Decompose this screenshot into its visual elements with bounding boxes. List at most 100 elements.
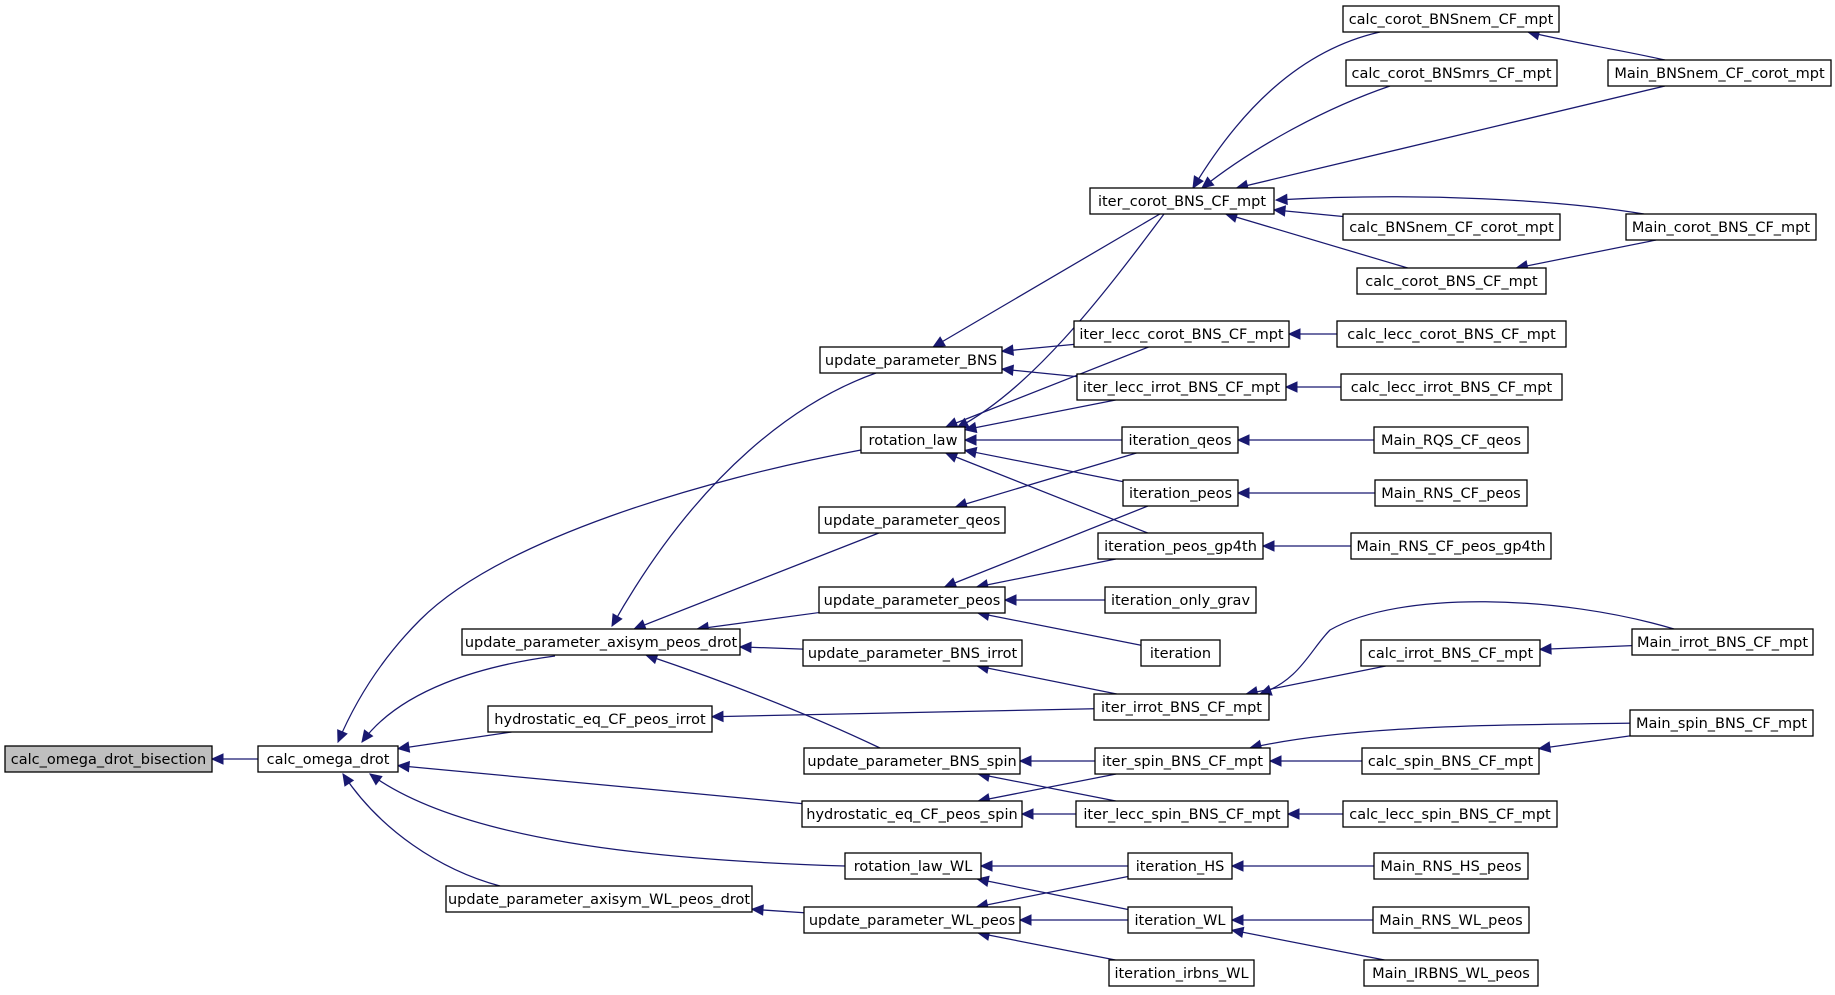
- edge-arrowhead: [1538, 643, 1552, 655]
- node-update_parameter_BNS_irrot[interactable]: update_parameter_BNS_irrot: [802, 639, 1023, 667]
- node-calc_spin_BNS_CF_mpt[interactable]: calc_spin_BNS_CF_mpt: [1361, 747, 1540, 775]
- edge-hydrostatic_eq_CF_peos_irrot-to-calc_omega_drot: [396, 731, 512, 753]
- node-calc_lecc_corot_BNS_CF_mpt[interactable]: calc_lecc_corot_BNS_CF_mpt: [1336, 320, 1567, 348]
- edge-arrowhead: [396, 741, 411, 753]
- node-label: update_parameter_BNS_irrot: [808, 646, 1018, 662]
- node-rotation_law[interactable]: rotation_law: [860, 426, 966, 454]
- node-iter_lecc_spin_BNS_CF_mpt[interactable]: iter_lecc_spin_BNS_CF_mpt: [1075, 800, 1289, 828]
- edge-line: [1001, 343, 1075, 352]
- node-label: iteration_only_grav: [1111, 593, 1250, 609]
- node-label: hydrostatic_eq_CF_peos_irrot: [494, 712, 706, 728]
- node-iteration_only_grav[interactable]: iteration_only_grav: [1104, 586, 1257, 614]
- node-iter_corot_BNS_CF_mpt[interactable]: iter_corot_BNS_CF_mpt: [1089, 187, 1275, 215]
- node-calc_omega_drot[interactable]: calc_omega_drot: [257, 745, 399, 773]
- node-calc_corot_BNSmrs_CF_mpt[interactable]: calc_corot_BNSmrs_CF_mpt: [1345, 59, 1558, 87]
- edge-arrowhead: [1201, 176, 1215, 189]
- edge-line: [955, 452, 1137, 508]
- edge-arrowhead: [1230, 860, 1244, 872]
- node-box: [802, 639, 1023, 667]
- node-update_parameter_BNS_spin[interactable]: update_parameter_BNS_spin: [803, 747, 1021, 775]
- node-calc_corot_BNSnem_CF_mpt[interactable]: calc_corot_BNSnem_CF_mpt: [1342, 5, 1560, 33]
- node-iteration_peos[interactable]: iteration_peos: [1122, 479, 1239, 507]
- edge-arrowhead: [1000, 364, 1015, 376]
- node-iteration_WL[interactable]: iteration_WL: [1127, 906, 1233, 934]
- node-hydrostatic_eq_CF_peos_spin[interactable]: hydrostatic_eq_CF_peos_spin: [801, 800, 1023, 828]
- edge-iter_irrot_BNS_CF_mpt-to-update_parameter_BNS_irrot: [976, 662, 1117, 695]
- node-Main_corot_BNS_CF_mpt[interactable]: Main_corot_BNS_CF_mpt: [1625, 213, 1817, 241]
- edge-line: [1246, 665, 1386, 695]
- node-label: Main_corot_BNS_CF_mpt: [1632, 220, 1810, 236]
- node-box: [860, 426, 966, 454]
- edge-line: [1527, 31, 1666, 61]
- edge-line: [976, 558, 1116, 588]
- node-label: calc_omega_drot: [267, 752, 390, 768]
- node-label: calc_omega_drot_bisection: [11, 752, 206, 768]
- edge-iter_irrot_BNS_CF_mpt-to-hydrostatic_eq_CF_peos_irrot: [710, 708, 1095, 723]
- node-Main_RNS_HS_peos[interactable]: Main_RNS_HS_peos: [1373, 852, 1529, 880]
- node-iter_lecc_corot_BNS_CF_mpt[interactable]: iter_lecc_corot_BNS_CF_mpt: [1073, 320, 1290, 348]
- node-Main_irrot_BNS_CF_mpt[interactable]: Main_irrot_BNS_CF_mpt: [1631, 628, 1814, 656]
- node-calc_BNSnem_CF_corot_mpt[interactable]: calc_BNSnem_CF_corot_mpt: [1342, 213, 1561, 241]
- node-iter_irrot_BNS_CF_mpt[interactable]: iter_irrot_BNS_CF_mpt: [1093, 693, 1270, 721]
- edge-arrowhead: [1003, 594, 1017, 606]
- node-box: [818, 586, 1006, 614]
- node-Main_BNSnem_CF_corot_mpt[interactable]: Main_BNSnem_CF_corot_mpt: [1607, 59, 1832, 87]
- node-update_parameter_qeos[interactable]: update_parameter_qeos: [818, 506, 1006, 534]
- edge-iter_lecc_spin_BNS_CF_mpt-to-hydrostatic_eq_CF_peos_spin: [1020, 808, 1076, 820]
- node-update_parameter_axisym_WL_peos_drot[interactable]: update_parameter_axisym_WL_peos_drot: [445, 885, 753, 913]
- node-Main_RNS_CF_peos[interactable]: Main_RNS_CF_peos: [1374, 479, 1528, 507]
- node-Main_IRBNS_WL_peos[interactable]: Main_IRBNS_WL_peos: [1363, 959, 1539, 987]
- edge-arrowhead: [1230, 914, 1244, 926]
- node-iteration_HS[interactable]: iteration_HS: [1127, 852, 1233, 880]
- node-calc_lecc_irrot_BNS_CF_mpt[interactable]: calc_lecc_irrot_BNS_CF_mpt: [1340, 373, 1563, 401]
- node-calc_lecc_spin_BNS_CF_mpt[interactable]: calc_lecc_spin_BNS_CF_mpt: [1342, 800, 1558, 828]
- edge-arrowhead: [963, 421, 978, 434]
- node-iteration[interactable]: iteration: [1140, 639, 1221, 667]
- edge-arrowhead: [1268, 755, 1282, 767]
- node-box: [1089, 187, 1275, 215]
- edge-arrowhead: [337, 729, 348, 744]
- edge-Main_spin_BNS_CF_mpt-to-iter_spin_BNS_CF_mpt: [1248, 722, 1641, 752]
- nodes-layer: calc_omega_drot_bisection calc_omega_drot…: [4, 5, 1832, 987]
- node-Main_RQS_CF_qeos[interactable]: Main_RQS_CF_qeos: [1373, 426, 1529, 454]
- node-box: [801, 800, 1023, 828]
- node-calc_irrot_BNS_CF_mpt[interactable]: calc_irrot_BNS_CF_mpt: [1360, 639, 1541, 667]
- edge-hydrostatic_eq_CF_peos_spin-to-calc_omega_drot: [396, 760, 803, 805]
- edge-arrowhead: [1230, 926, 1245, 939]
- node-iteration_peos_gp4th[interactable]: iteration_peos_gp4th: [1097, 532, 1264, 560]
- node-hydrostatic_eq_CF_peos_irrot[interactable]: hydrostatic_eq_CF_peos_irrot: [487, 705, 713, 733]
- node-rotation_law_WL[interactable]: rotation_law_WL: [844, 852, 982, 880]
- node-label: rotation_law: [869, 433, 958, 449]
- edge-arrowhead: [1284, 381, 1298, 393]
- node-calc_corot_BNS_CF_mpt[interactable]: calc_corot_BNS_CF_mpt: [1356, 267, 1547, 295]
- edge-arrowhead: [361, 729, 374, 743]
- node-update_parameter_WL_peos[interactable]: update_parameter_WL_peos: [803, 906, 1021, 934]
- node-label: calc_BNSnem_CF_corot_mpt: [1349, 220, 1554, 236]
- node-update_parameter_axisym_peos_drot[interactable]: update_parameter_axisym_peos_drot: [461, 628, 741, 656]
- edge-arrowhead: [342, 772, 355, 787]
- node-iter_spin_BNS_CF_mpt[interactable]: iter_spin_BNS_CF_mpt: [1094, 747, 1271, 775]
- node-iteration_irbns_WL[interactable]: iteration_irbns_WL: [1108, 959, 1255, 987]
- node-Main_RNS_CF_peos_gp4th[interactable]: Main_RNS_CF_peos_gp4th: [1350, 532, 1552, 560]
- edge-iteration_only_grav-to-update_parameter_peos: [1003, 594, 1105, 606]
- edge-line: [1273, 209, 1344, 218]
- node-box: [1076, 373, 1287, 401]
- edge-update_parameter_axisym_WL_peos_drot-to-calc_omega_drot: [342, 772, 501, 887]
- edge-calc_corot_BNSmrs_CF_mpt-to-iter_corot_BNS_CF_mpt: [1201, 85, 1391, 189]
- node-Main_RNS_WL_peos[interactable]: Main_RNS_WL_peos: [1372, 906, 1530, 934]
- node-update_parameter_BNS[interactable]: update_parameter_BNS: [819, 346, 1003, 374]
- node-iteration_qeos[interactable]: iteration_qeos: [1121, 426, 1239, 454]
- node-update_parameter_peos[interactable]: update_parameter_peos: [818, 586, 1006, 614]
- node-Main_spin_BNS_CF_mpt[interactable]: Main_spin_BNS_CF_mpt: [1629, 709, 1814, 737]
- node-label: iteration_HS: [1136, 859, 1225, 875]
- edge-arrowhead: [633, 619, 647, 631]
- edge-update_parameter_BNS-to-update_parameter_axisym_peos_drot: [611, 372, 877, 628]
- edge-arrowhead: [1537, 741, 1552, 753]
- edge-arrowhead: [369, 773, 383, 786]
- edge-update_parameter_axisym_peos_drot-to-calc_omega_drot: [361, 655, 556, 743]
- edge-arrowhead: [1272, 205, 1287, 217]
- node-calc_omega_drot_bisection[interactable]: calc_omega_drot_bisection: [4, 745, 213, 773]
- node-iter_lecc_irrot_BNS_CF_mpt[interactable]: iter_lecc_irrot_BNS_CF_mpt: [1076, 373, 1287, 401]
- edge-line: [956, 213, 1165, 429]
